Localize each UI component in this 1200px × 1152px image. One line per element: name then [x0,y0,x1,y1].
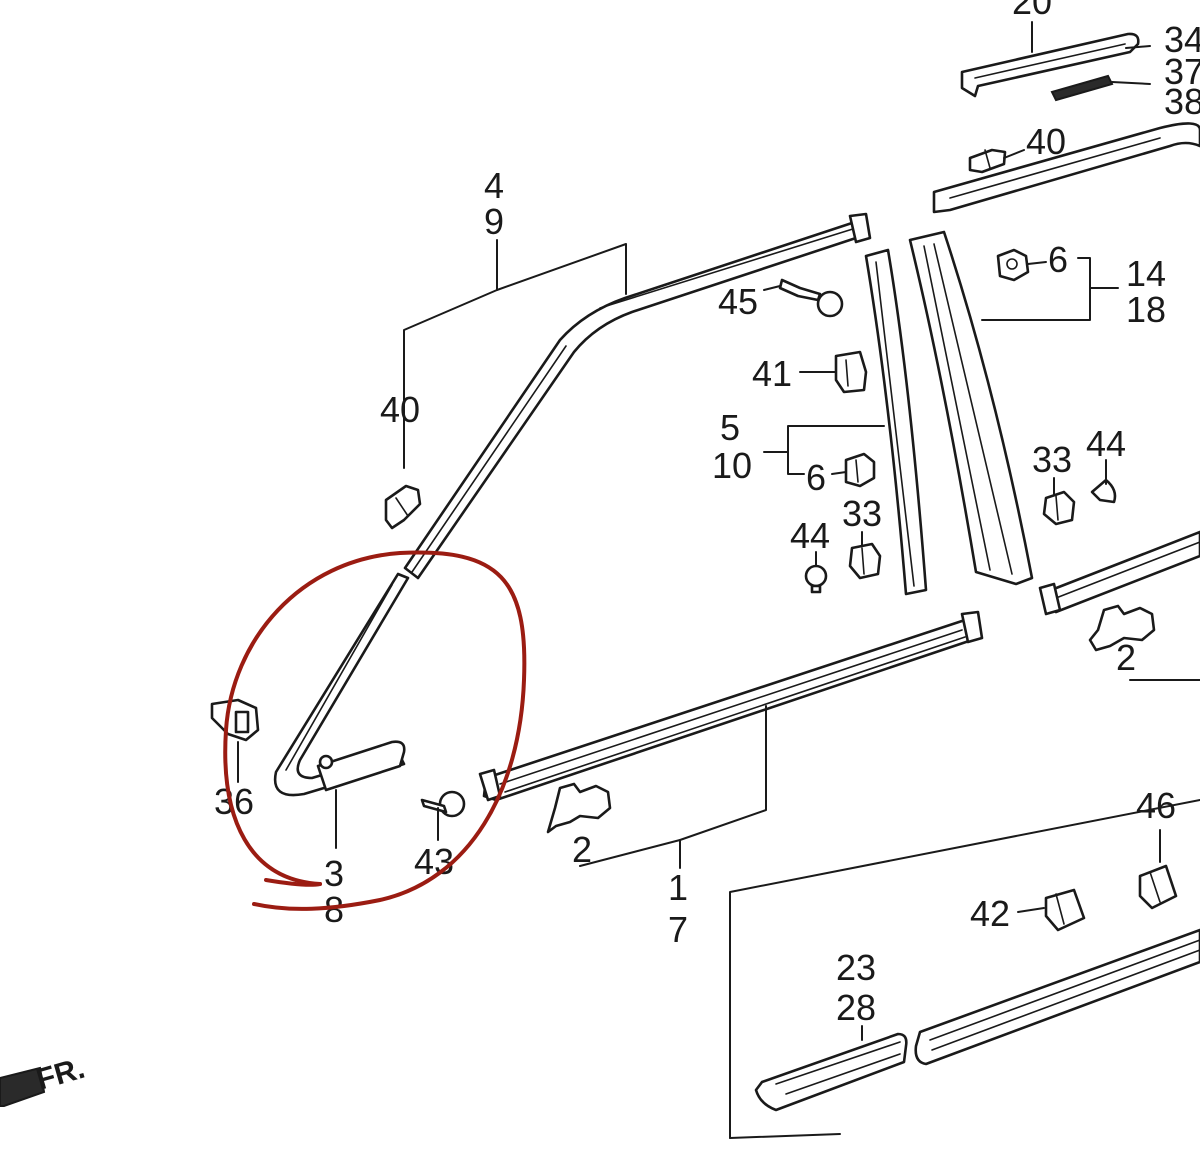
callout-40-left: 40 [380,389,420,430]
part-36-clip [210,698,260,742]
part-23-28-side-sill-end [754,1032,908,1112]
callout-1: 1 [668,867,688,908]
callout-23: 23 [836,947,876,988]
part-43-screw [420,790,466,818]
callout-9: 9 [484,201,504,242]
part-44-screw-mid [804,564,828,594]
part-40-clip-left [384,484,422,530]
leader-lines [237,21,1200,1139]
part-6-clip-top [996,248,1030,282]
callout-20: 20 [1012,0,1052,22]
part-33-clip-mid [848,542,882,580]
callout-40-top: 40 [1026,121,1066,162]
side-sill-molding [914,928,1200,1066]
callout-44-mid: 44 [790,515,830,556]
part-44-screw-right [1090,478,1117,504]
callout-42: 42 [970,893,1010,934]
callout-34: 34 [1164,19,1200,60]
callout-labels: 20 34 37 38 40 4 9 6 14 18 45 41 40 5 10… [33,0,1200,1097]
part-14-18-pillar-garnish [908,230,1034,586]
callout-14: 14 [1126,253,1166,294]
callout-33-mid: 33 [842,493,882,534]
callout-41: 41 [752,353,792,394]
part-2-clip-right [1088,604,1156,652]
part-42-clip [1044,888,1086,932]
callout-28: 28 [836,987,876,1028]
callout-45: 45 [718,281,758,322]
callout-5: 5 [720,407,740,448]
callout-6-mid: 6 [806,457,826,498]
callout-33-right: 33 [1032,439,1072,480]
callout-7: 7 [668,909,688,950]
annotation-underline [264,878,322,887]
callout-37: 37 [1164,51,1200,92]
callout-2-right: 2 [1116,637,1136,678]
part-20-roof-molding-end [960,32,1140,98]
part-46-clip [1138,864,1178,910]
rear-door-molding [1038,530,1200,616]
callout-2-mid: 2 [572,829,592,870]
hand-drawn-annotation [223,550,527,911]
callout-38: 38 [1164,81,1200,122]
part-37-clip [1050,74,1114,102]
callout-10: 10 [712,445,752,486]
front-indicator-label: FR. [33,1052,89,1097]
callout-4: 4 [484,165,504,206]
callout-8: 8 [324,889,344,930]
part-40-clip-top [968,148,1007,174]
part-45-screw [778,278,844,318]
callout-6-top: 6 [1048,239,1068,280]
part-41-clip [834,350,868,394]
callout-46: 46 [1136,785,1176,826]
part-4-9-pillar-molding [403,212,872,580]
part-3-8-corner-molding [273,572,410,797]
part-2-clip-mid [546,782,612,834]
front-direction-arrow [0,1066,46,1107]
annotation-circle [223,550,527,911]
callout-3: 3 [324,853,344,894]
callout-18: 18 [1126,289,1166,330]
part-5-10-pillar-garnish [864,248,928,596]
part-33-clip-right [1042,490,1076,526]
part-6-clip-mid [844,452,876,488]
callout-44-right: 44 [1086,423,1126,464]
part-1-7-door-molding [478,610,984,802]
